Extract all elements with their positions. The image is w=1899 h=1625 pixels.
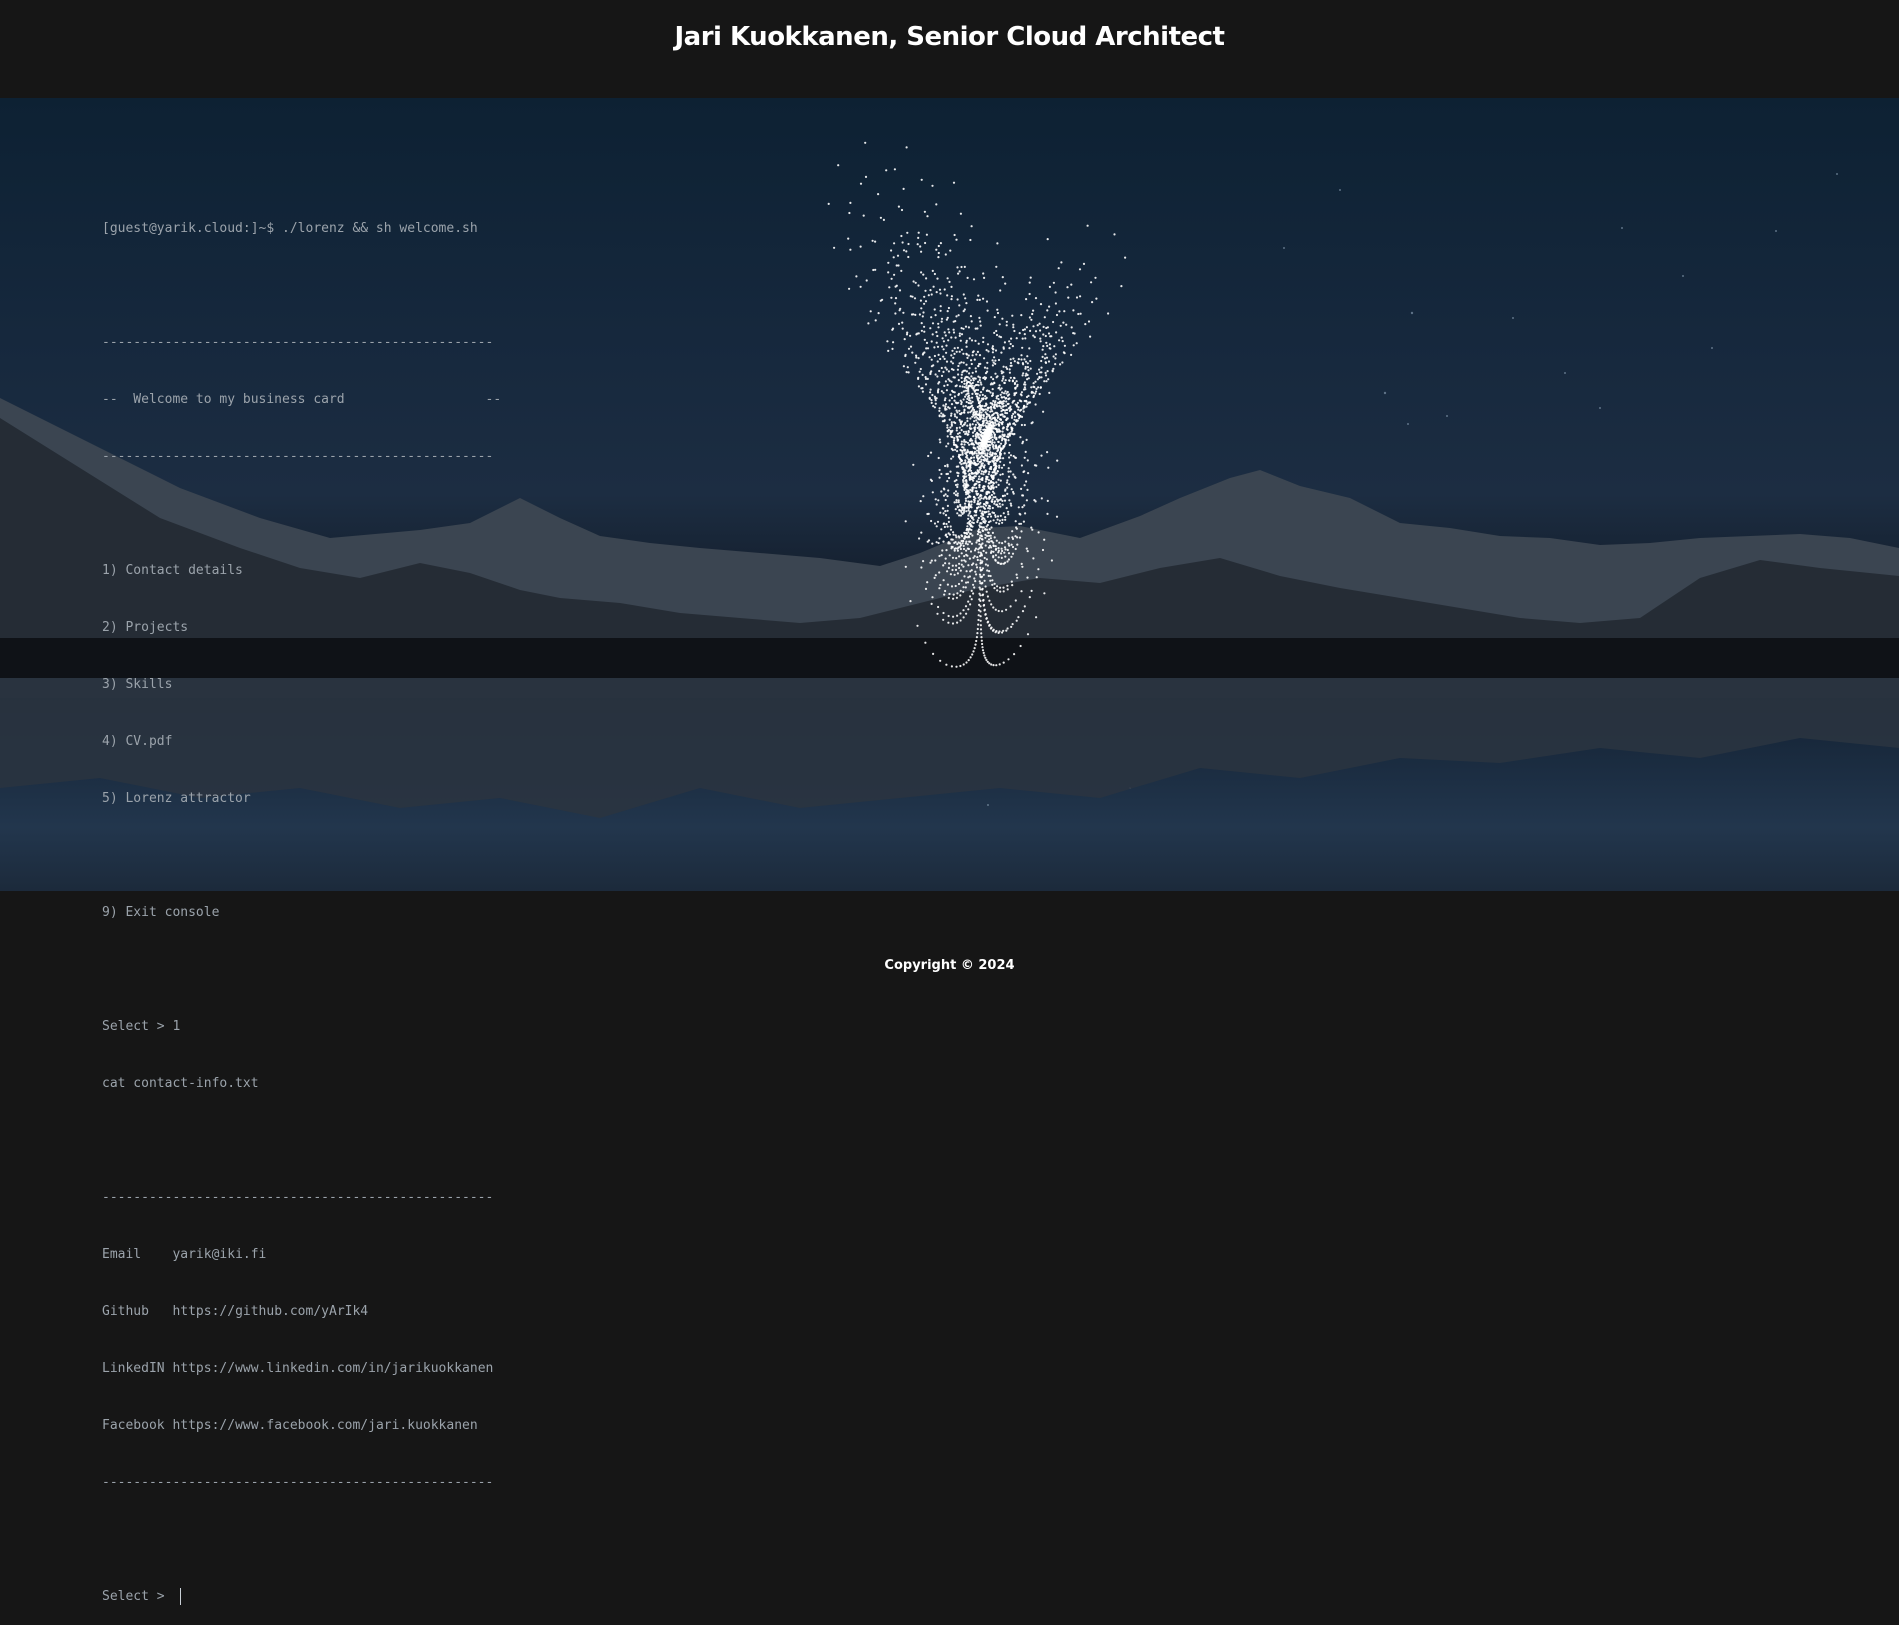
site-footer: Copyright © 2024 — [0, 891, 1899, 984]
site-header: Jari Kuokkanen, Senior Cloud Architect — [0, 0, 1899, 98]
contact-label: Email — [102, 1247, 165, 1262]
email-link[interactable]: yarik@iki.fi — [172, 1247, 267, 1262]
terminal-cat-command: cat contact-info.txt — [102, 1076, 259, 1091]
linkedin-link[interactable]: https://www.linkedin.com/in/jarikuokkane… — [172, 1361, 494, 1376]
terminal-console[interactable]: [guest@yarik.cloud:]~$ ./lorenz && sh we… — [102, 181, 562, 1625]
contact-github: Github https://github.com/yArIk4 — [102, 1302, 562, 1321]
contact-email: Email yarik@iki.fi — [102, 1245, 562, 1264]
terminal-command-line: [guest@yarik.cloud:]~$ ./lorenz && sh we… — [102, 221, 478, 236]
terminal-welcome: -- Welcome to my business card -- — [102, 392, 502, 407]
mountain-landscape — [0, 173, 1899, 818]
facebook-link[interactable]: https://www.facebook.com/jari.kuokkanen — [172, 1418, 478, 1433]
menu-item-contact-details[interactable]: 1) Contact details — [102, 563, 243, 578]
terminal-selection: Select > 1 — [102, 1019, 181, 1034]
hero-background — [0, 98, 1899, 891]
lake-reflection — [0, 678, 1899, 818]
terminal-divider: ----------------------------------------… — [102, 335, 494, 350]
menu-item-exit-console[interactable]: 9) Exit console — [102, 905, 220, 920]
page-title: Jari Kuokkanen, Senior Cloud Architect — [674, 22, 1225, 52]
contact-label: Facebook — [102, 1418, 165, 1433]
menu-item-lorenz-attractor[interactable]: 5) Lorenz attractor — [102, 791, 251, 806]
github-link[interactable]: https://github.com/yArIk4 — [172, 1304, 369, 1319]
terminal-divider: ----------------------------------------… — [102, 449, 494, 464]
terminal-input-line[interactable]: Select > — [102, 1587, 562, 1606]
copyright-text: Copyright © 2024 — [884, 958, 1015, 973]
menu-item-cv[interactable]: 4) CV.pdf — [102, 734, 173, 749]
contact-linkedin: LinkedIN https://www.linkedin.com/in/jar… — [102, 1359, 562, 1378]
near-mountain-range — [0, 418, 1899, 698]
contact-label: LinkedIN — [102, 1361, 165, 1376]
menu-item-skills[interactable]: 3) Skills — [102, 677, 173, 692]
contact-facebook: Facebook https://www.facebook.com/jari.k… — [102, 1416, 562, 1435]
input-prompt: Select > — [102, 1589, 173, 1604]
shoreline — [0, 638, 1899, 678]
contact-label: Github — [102, 1304, 165, 1319]
terminal-divider: ----------------------------------------… — [102, 1190, 494, 1205]
menu-item-projects[interactable]: 2) Projects — [102, 620, 189, 635]
text-cursor — [180, 1588, 182, 1605]
terminal-divider: ----------------------------------------… — [102, 1475, 494, 1490]
